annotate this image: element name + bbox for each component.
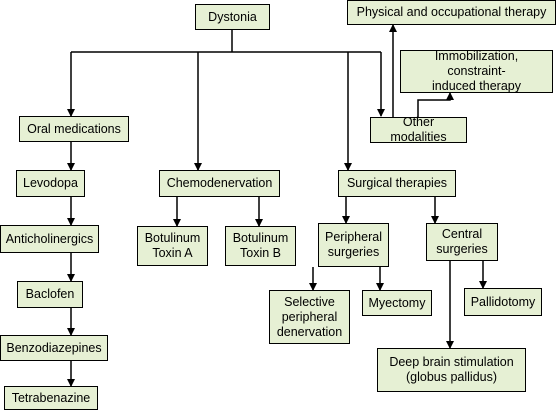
node-central-surgeries: Central surgeries — [426, 223, 498, 261]
node-myectomy: Myectomy — [362, 290, 432, 316]
node-chemodenervation: Chemodenervation — [159, 170, 280, 197]
node-peripheral-surgeries: Peripheral surgeries — [318, 223, 389, 267]
node-levodopa: Levodopa — [16, 170, 85, 197]
node-baclofen: Baclofen — [17, 281, 83, 308]
node-other-modalities: Other modalities — [370, 115, 467, 144]
node-dystonia: Dystonia — [195, 4, 270, 30]
node-botulinum-toxin-b: Botulinum Toxin B — [225, 226, 296, 266]
node-pallidotomy: Pallidotomy — [464, 288, 542, 316]
arrow-to-immobilization — [417, 92, 454, 117]
node-surgical-therapies: Surgical therapies — [338, 170, 456, 197]
node-tetrabenazine: Tetrabenazine — [4, 386, 98, 410]
node-selective-denervation: Selective peripheral denervation — [269, 290, 350, 344]
node-immobilization: Immobilization, constraint- induced ther… — [400, 49, 553, 93]
node-benzodiazepines: Benzodiazepines — [0, 335, 108, 361]
node-anticholinergics: Anticholinergics — [0, 225, 99, 253]
node-oral-medications: Oral medications — [19, 116, 129, 142]
node-deep-brain-stimulation: Deep brain stimulation (globus pallidus) — [377, 348, 526, 392]
node-botulinum-toxin-a: Botulinum Toxin A — [137, 226, 208, 266]
node-physical-therapy: Physical and occupational therapy — [347, 0, 556, 25]
